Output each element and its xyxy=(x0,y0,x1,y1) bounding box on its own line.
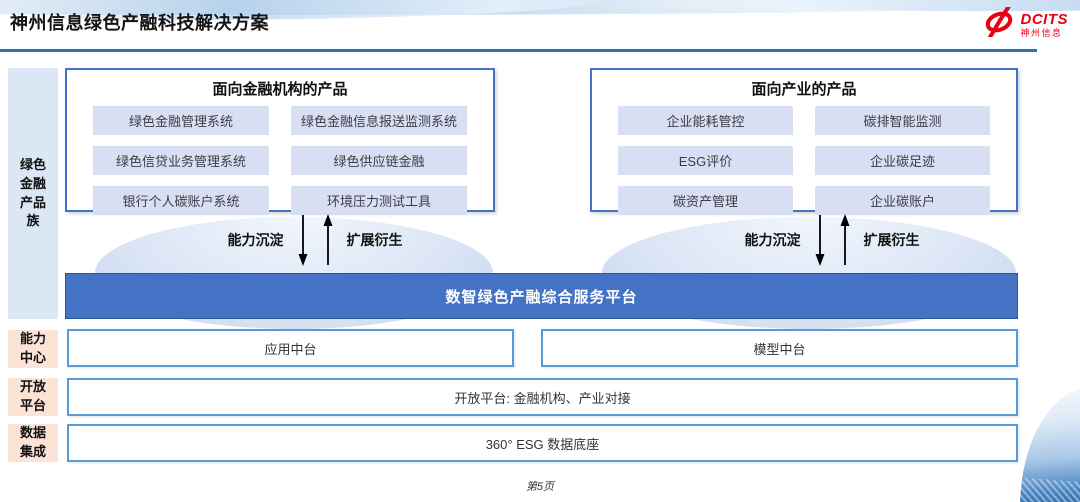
financial-products-box: 面向金融机构的产品 绿色金融管理系统 绿色金融信息报送监测系统 绿色信贷业务管理… xyxy=(65,68,495,215)
financial-products-grid: 绿色金融管理系统 绿色金融信息报送监测系统 绿色信贷业务管理系统 绿色供应链金融… xyxy=(67,106,493,215)
rail-capability-center-label: 能力中心 xyxy=(19,331,46,365)
product-item: 绿色供应链金融 xyxy=(291,146,467,175)
product-item: 碳资产管理 xyxy=(618,186,793,215)
product-item: 银行个人碳账户系统 xyxy=(93,186,269,215)
product-item: 企业能耗管控 xyxy=(618,106,793,135)
product-item: 环境压力测试工具 xyxy=(291,186,467,215)
platform-bar: 数智绿色产融综合服务平台 xyxy=(65,273,1018,319)
open-platform-box: 开放平台: 金融机构、产业对接 xyxy=(67,378,1018,416)
application-middle-platform-box: 应用中台 xyxy=(67,329,514,367)
rail-open-platform: 开放平台 xyxy=(8,378,58,416)
rail-product-family: 绿色金融产品族 xyxy=(8,68,58,319)
expansion-derivation-label: 扩展衍生 xyxy=(346,232,403,248)
product-item: 绿色金融信息报送监测系统 xyxy=(291,106,467,135)
product-item: 碳排智能监测 xyxy=(815,106,990,135)
industry-products-title: 面向产业的产品 xyxy=(751,81,857,98)
rail-data-integration-label: 数据集成 xyxy=(19,425,46,459)
rail-product-family-label: 绿色金融产品族 xyxy=(19,156,46,229)
product-item: 企业碳账户 xyxy=(815,186,990,215)
logo-text: DCITS 神州信息 xyxy=(1021,12,1069,38)
arrow-group-right: 能力沉淀 扩展衍生 xyxy=(692,212,972,268)
capability-settling-label: 能力沉淀 xyxy=(744,232,801,248)
industry-products-box: 面向产业的产品 企业能耗管控 碳排智能监测 ESG评价 企业碳足迹 碳资产管理 … xyxy=(590,68,1018,215)
header-divider xyxy=(0,49,1037,52)
logo-brand: DCITS xyxy=(1020,10,1068,28)
product-item: 企业碳足迹 xyxy=(815,146,990,175)
arrow-down-icon xyxy=(297,214,309,266)
page-number: 第5页 xyxy=(525,481,555,493)
financial-products-title: 面向金融机构的产品 xyxy=(212,81,348,98)
top-swoosh-right xyxy=(583,0,1080,11)
rail-data-integration: 数据集成 xyxy=(8,424,58,462)
dcits-swirl-icon xyxy=(981,3,1017,42)
arrow-up-icon xyxy=(322,214,334,266)
arrow-group-left: 能力沉淀 扩展衍生 xyxy=(175,212,455,268)
product-item: ESG评价 xyxy=(618,146,793,175)
dcits-logo: DCITS 神州信息 xyxy=(981,3,1069,42)
rail-open-platform-label: 开放平台 xyxy=(19,379,46,413)
product-item: 绿色金融管理系统 xyxy=(93,106,269,135)
capability-settling-label: 能力沉淀 xyxy=(227,232,284,248)
esg-data-base-box: 360° ESG 数据底座 xyxy=(67,424,1018,462)
arrow-up-icon xyxy=(839,214,851,266)
expansion-derivation-label: 扩展衍生 xyxy=(863,232,920,248)
model-middle-platform-box: 模型中台 xyxy=(541,329,1018,367)
rail-capability-center: 能力中心 xyxy=(8,330,58,368)
arrow-down-icon xyxy=(814,214,826,266)
industry-products-grid: 企业能耗管控 碳排智能监测 ESG评价 企业碳足迹 碳资产管理 企业碳账户 xyxy=(592,106,1016,215)
logo-brand-cn: 神州信息 xyxy=(1020,27,1063,38)
product-item: 绿色信贷业务管理系统 xyxy=(93,146,269,175)
page-title: 神州信息绿色产融科技解决方案 xyxy=(10,13,269,33)
